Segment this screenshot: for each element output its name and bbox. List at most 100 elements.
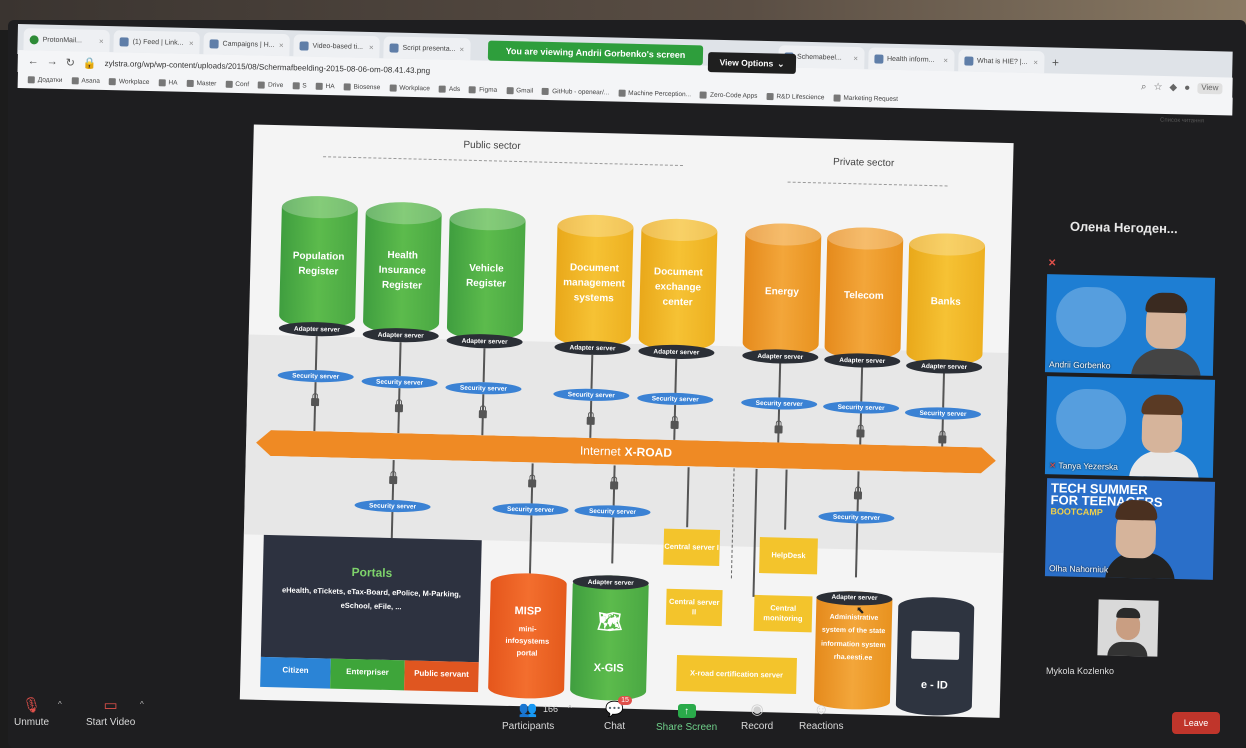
browser-tab[interactable]: Health inform...× [867,47,955,72]
browser-tab[interactable]: ProtonMail...× [23,28,110,53]
register-label: Health Insurance Register [378,249,427,292]
zoom-icon[interactable]: ⌕ [1140,80,1147,93]
close-icon[interactable]: × [278,40,284,50]
tab-label: Video-based ti... [312,42,364,51]
star-icon[interactable]: ☆ [1153,81,1163,93]
start-video-button[interactable]: ▭ Start Video [86,698,135,728]
view-options-label: View Options [719,57,774,69]
bookmark-item[interactable]: Marketing Request [833,94,898,102]
bookmark-label: Master [196,79,217,88]
id-card-icon [910,630,960,660]
bookmark-icon [71,76,79,84]
adapter-server-label: Adapter server [839,356,886,365]
central-server-2: Central server II [665,588,723,627]
xroad-prefix: Internet [579,443,621,459]
browser-tab[interactable]: Video-based ti... × [293,34,380,59]
bookmark-item[interactable]: Drive [257,80,283,89]
bookmark-item[interactable]: Figma [469,85,497,93]
bookmark-icon [506,86,514,94]
close-icon[interactable]: × [853,53,859,63]
unmute-button[interactable]: 🎙 Unmute [14,698,49,728]
bookmark-icon [108,77,116,85]
participant-name: Andrii Gorbenko [1048,359,1111,371]
close-icon[interactable]: × [943,55,949,65]
bookmark-item[interactable]: Biosense [343,82,380,91]
bookmark-item[interactable]: Machine Perception... [618,89,691,98]
register-label: Banks [930,295,961,308]
bookmark-item[interactable]: HA [315,82,335,90]
bookmark-item[interactable]: Ads [438,85,461,93]
register-label: Vehicle Register [465,262,507,290]
close-icon[interactable]: × [188,38,194,48]
register-label: Document exchange center [653,265,703,308]
participant-tile[interactable]: ✕ Tanya Yezerska [1044,376,1216,478]
bold-b-icon [299,40,309,51]
extensions-icon[interactable]: ◆ [1169,81,1178,93]
bookmark-item[interactable]: Workplace [389,83,430,92]
bookmark-item[interactable]: Gmail [506,86,533,94]
xroad-diagram: Public sector Private sector Population … [239,124,1014,718]
bookmark-icon [389,83,397,92]
record-button[interactable]: ◉ Record [741,702,773,732]
browser-tab[interactable]: (1) Feed | Link...× [113,30,200,55]
browser-tab[interactable]: Script presenta...× [383,36,471,61]
participant-tile[interactable]: Andrii Gorbenko [1044,274,1216,376]
chat-button[interactable]: 💬15 Chat [604,696,632,732]
lock-icon [394,404,404,413]
adapter-server-label: Adapter server [653,347,700,356]
participants-button[interactable]: 👥 Participants [502,702,554,732]
bookmark-item[interactable]: S [292,81,307,89]
lock-icon [389,475,398,485]
reload-icon[interactable]: ↻ [65,56,76,69]
share-screen-icon: ↑ [677,704,696,718]
bookmark-item[interactable]: Workplace [108,77,150,86]
view-options-button[interactable]: View Options⌄ [707,52,797,74]
reactions-icon: ☺ [813,701,829,718]
leave-button[interactable]: Leave [1172,712,1220,734]
adapter-server-label: Adapter server [293,325,340,334]
browser-tab[interactable]: What is HIE? |...× [957,49,1045,74]
bookmark-label: Asana [81,76,100,85]
bookmark-item[interactable]: GitHub - openear/... [542,87,609,96]
participant-thumbnail[interactable] [1097,599,1159,657]
public-bracket [323,156,683,167]
browser-tab[interactable]: Campaigns | H...× [203,32,290,57]
profile-icon[interactable]: ● [1184,81,1191,94]
register-cylinder: Telecom [824,226,904,361]
browser-view-button[interactable]: View [1197,82,1223,94]
bookmark-item[interactable]: R&D Lifescience [766,92,825,101]
chevron-up-icon[interactable]: ^ [568,704,572,713]
back-icon[interactable]: ← [27,55,39,68]
forward-icon[interactable]: → [46,55,58,68]
bookmark-item[interactable]: Master [186,79,216,87]
bookmark-label: Workplace [118,77,150,86]
bookmark-icon [469,85,477,93]
close-icon[interactable]: × [459,44,465,54]
chevron-up-icon[interactable]: ^ [58,700,62,709]
reactions-button[interactable]: ☺ Reactions [799,702,843,732]
background-graphic [1055,286,1127,348]
share-screen-button[interactable]: ↑ Share Screen [656,704,717,733]
bookmark-icon [257,80,266,89]
portals-box: Portals eHealth, eTickets, eTax-Board, e… [260,534,482,663]
close-icon[interactable]: × [98,36,104,46]
chevron-up-icon[interactable]: ^ [140,700,144,709]
bookmark-item[interactable]: HA [158,78,178,86]
active-speaker-name: Олена Негоден... [1069,218,1178,237]
participant-name: ✕ Tanya Yezerska [1049,460,1118,473]
avatar [1130,348,1202,376]
bookmark-item[interactable]: Zero-Code Apps [699,90,757,99]
reading-list[interactable]: Список читання [1159,117,1205,125]
chat-badge: 15 [618,696,632,705]
close-icon[interactable]: × [368,42,374,52]
bookmark-item[interactable]: Asana [71,76,100,85]
bookmark-item[interactable]: Додатки [27,75,63,84]
bookmark-item[interactable]: Conf [225,80,249,88]
new-tab-button[interactable]: + [1051,55,1060,70]
bookmark-label: Ads [448,85,461,93]
portals-list: eHealth, eTickets, eTax-Board, ePolice, … [281,585,462,612]
close-icon[interactable]: × [1033,57,1039,67]
security-server-label: Security server [376,378,424,387]
security-server-label: Security server [755,399,803,408]
